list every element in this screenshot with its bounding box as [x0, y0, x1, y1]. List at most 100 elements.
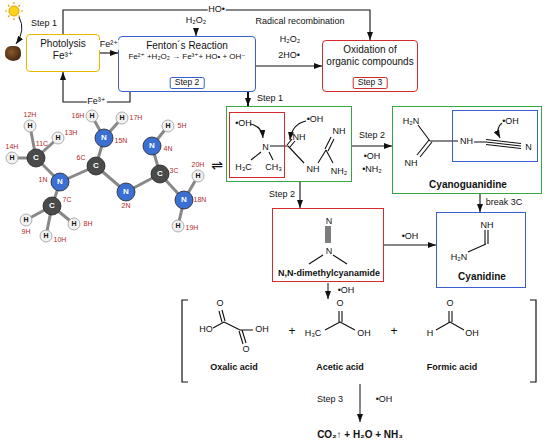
- structure-text: N: [326, 216, 333, 226]
- annotation: OH: [255, 325, 269, 335]
- connector: [299, 182, 300, 208]
- atom-symbol: H: [9, 154, 14, 162]
- annotation: •NH₂: [362, 165, 382, 175]
- annotation: •OH: [338, 286, 355, 296]
- atom-symbol: N: [57, 178, 63, 187]
- process-box: Fenton´s ReactionFe²⁺ +H₂O₂ → Fe³⁺+ HO• …: [118, 36, 256, 92]
- atom-number: 3C: [170, 167, 179, 175]
- atom-number: 9H: [22, 228, 31, 236]
- atom-symbol: N: [149, 142, 155, 151]
- box-text: Step 2: [175, 78, 200, 88]
- structure-text: NH: [481, 220, 494, 230]
- annotation: ⇌: [211, 158, 223, 173]
- connector: [100, 52, 118, 53]
- atom-number: 2N: [122, 202, 131, 210]
- atom-number: 4N: [164, 145, 173, 153]
- structure-box: NH H₂N Cyanidine: [436, 212, 526, 288]
- atom-number: 20H: [192, 161, 205, 169]
- connector-label: Step 2: [358, 131, 386, 141]
- atom-sphere: [117, 183, 135, 201]
- annotation: +: [288, 325, 295, 338]
- atom-symbol: N: [123, 188, 129, 197]
- structure-text: NH: [307, 164, 320, 174]
- connector-label: Fe³⁺: [86, 97, 106, 107]
- box-text: Fenton´s Reaction: [146, 40, 228, 52]
- atom-number: 18N: [194, 196, 207, 204]
- structure-box: •OHNHNHNHNH₂•OHH₃CNCH₃: [226, 106, 352, 182]
- connector-label: Step 2: [268, 190, 296, 200]
- atom-sphere: [6, 152, 18, 164]
- annotation: O: [446, 299, 453, 309]
- atom-number: 13H: [65, 129, 78, 137]
- structure-text: N,N-dimethylcyanamide: [278, 268, 380, 278]
- annotation: +: [390, 325, 397, 338]
- annotation: OH: [357, 329, 371, 339]
- box-text: Oxidation of organic compounds: [326, 44, 414, 67]
- atom-sphere: [172, 220, 184, 232]
- dimethylcyanamide-bonds: [309, 226, 347, 264]
- atom-sphere: [20, 214, 32, 226]
- metformin-model: [6, 110, 204, 242]
- reagent-arrow: [196, 28, 197, 36]
- atom-sphere: [192, 170, 204, 182]
- connector: [352, 145, 392, 146]
- atom-sphere: [116, 112, 128, 124]
- atom-number: 14H: [6, 143, 19, 151]
- structure-text: N: [525, 141, 532, 151]
- bracket: [182, 300, 536, 382]
- structure-text: CH₃: [265, 161, 282, 171]
- atom-symbol: C: [49, 202, 55, 211]
- sun-icon: [5, 2, 23, 20]
- atom-symbol: H: [175, 222, 180, 230]
- atom-sphere: [24, 120, 36, 132]
- atom-symbol: H: [195, 172, 200, 180]
- process-box: Oxidation of organic compoundsStep 3: [322, 40, 418, 92]
- structure-text: NH₂: [331, 166, 348, 176]
- structure-text: NH: [460, 135, 473, 145]
- atom-symbol: N: [181, 196, 187, 205]
- atom-sphere: [162, 120, 174, 132]
- atom-number: 5H: [178, 122, 187, 130]
- atom-sphere: [175, 191, 193, 209]
- atom-number: 8H: [84, 220, 93, 228]
- structure-text: •OH: [502, 115, 519, 125]
- atom-symbol: C: [33, 154, 39, 163]
- structure-text: •OH: [307, 114, 324, 124]
- annotation: CO₂↑ + H₂O + NH₃: [317, 429, 403, 440]
- step-box: Step 2: [170, 77, 205, 89]
- annotation: Formic acid: [427, 363, 478, 373]
- structure-text: NH: [333, 126, 346, 136]
- atom-symbol: H: [71, 220, 76, 228]
- structure-box: H₂NNHCyanoguanidine•OHNHN: [392, 106, 542, 194]
- atom-number: 6C: [77, 154, 86, 162]
- connector-label: •OH: [401, 232, 420, 242]
- atom-sphere: [43, 197, 61, 215]
- connector-label: Fe²⁺: [99, 40, 119, 50]
- structure-text: Cyanidine: [458, 271, 506, 283]
- atom-symbol: N: [101, 134, 107, 143]
- connector-label: break 3C: [485, 198, 524, 208]
- annotation: Oxalic acid: [210, 363, 258, 373]
- structure-text: •OH: [235, 117, 252, 127]
- cyanidine-bonds: [468, 230, 488, 252]
- annotation: Radical recombination: [255, 17, 344, 27]
- box-text: Fe²⁺ +H₂O₂ → Fe³⁺+ HO• + OH⁻: [128, 52, 245, 61]
- process-box: PhotolysisFe³⁺: [26, 34, 100, 72]
- annotation: H₂O₂: [280, 35, 301, 45]
- atom-number: 16H: [72, 112, 85, 120]
- atom-sphere: [87, 157, 105, 175]
- atom-sphere: [52, 132, 64, 144]
- structure-text: H₂N: [451, 252, 468, 262]
- atom-symbol: H: [119, 114, 124, 122]
- atom-sphere: [27, 149, 45, 167]
- annotation: 2HO•: [278, 51, 300, 61]
- cyanoguanidine-bonds: [417, 123, 521, 157]
- atom-number: 17H: [130, 114, 143, 122]
- atom-symbol: H: [165, 122, 170, 130]
- connector-label: HO•: [207, 5, 226, 15]
- atom-symbol: C: [93, 162, 99, 171]
- acid-bonds: [213, 310, 464, 344]
- connector-label: Step 1: [256, 94, 284, 104]
